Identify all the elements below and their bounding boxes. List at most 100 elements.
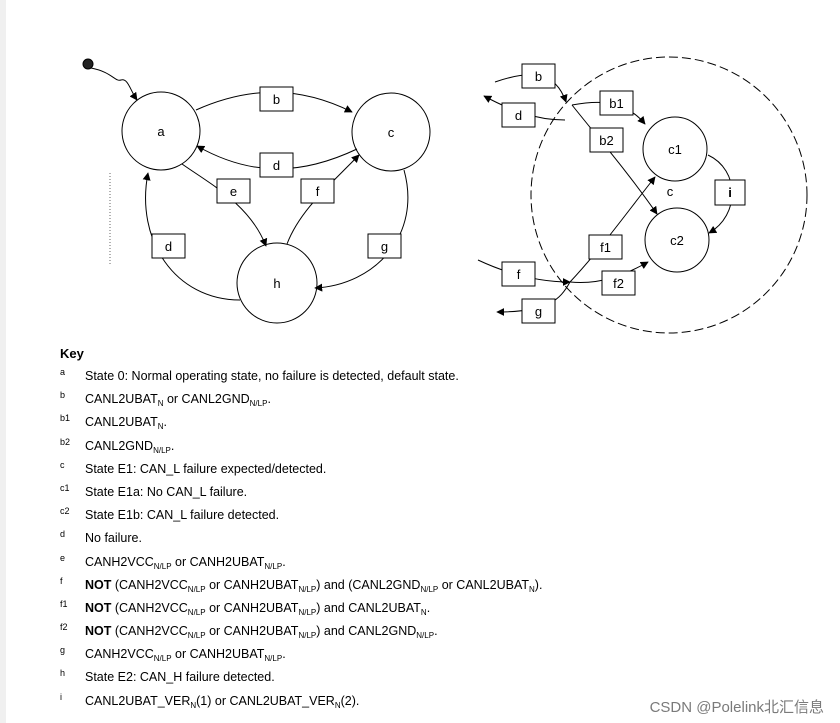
left-margin-bar	[0, 0, 6, 723]
key-item-description: State E2: CAN_H failure detected.	[85, 670, 275, 684]
key-text-run: or CANH2UBAT	[171, 554, 265, 569]
key-text-run: .	[426, 600, 431, 615]
label-box-g	[521, 298, 556, 324]
key-bold-text: NOT	[85, 577, 112, 592]
key-item-description: CANL2UBATN or CANL2GNDN/LP.	[85, 392, 271, 409]
transition-label-b2: b2	[599, 133, 613, 148]
key-text-run: State 0: Normal operating state, no fail…	[85, 369, 459, 383]
initial-state-dot	[82, 58, 94, 70]
key-text-run: or CANL2UBAT	[438, 577, 529, 592]
transition-label-f: f	[517, 267, 521, 282]
key-text-run: State E1b: CAN_L failure detected.	[85, 508, 280, 523]
key-item-h: h State E2: CAN_H failure detected.	[60, 668, 800, 691]
key-item-letter: c	[60, 459, 65, 470]
state-h-label: h	[273, 276, 280, 291]
key-text-run: .	[170, 438, 175, 453]
key-item-letter: f1	[60, 598, 68, 609]
transition-label-g: g	[381, 239, 388, 254]
key-item-description: CANH2VCCN/LP or CANH2UBATN/LP.	[85, 554, 286, 571]
key-item-c: c State E1: CAN_L failure expected/detect…	[60, 460, 800, 483]
state-c-label: c	[388, 125, 395, 140]
label-box-f1	[588, 234, 623, 260]
state-c2-label: c2	[670, 233, 684, 248]
key-subscript: N/LP	[298, 584, 317, 594]
key-item-letter: h	[60, 668, 66, 679]
key-item-letter: a	[60, 367, 66, 377]
key-legend: Key a State 0: Normal operating state, no…	[60, 346, 800, 715]
key-text-run: ) and CANL2UBAT	[316, 600, 421, 615]
label-box-b	[521, 63, 556, 89]
key-text-run: State E2: CAN_H failure detected.	[85, 670, 275, 685]
key-text-run: CANL2UBAT_VER	[85, 693, 191, 708]
key-text-run: CANL2UBAT	[85, 415, 158, 430]
key-list: a State 0: Normal operating state, no fai…	[60, 367, 800, 715]
key-subscript: N	[334, 700, 341, 710]
key-subscript: N/LP	[264, 654, 283, 664]
key-subscript: N/LP	[153, 561, 172, 571]
key-item-letter: c2	[60, 506, 70, 517]
key-subscript: N/LP	[264, 561, 283, 571]
key-item-letter: d	[60, 529, 66, 540]
key-text-run: or CANH2UBAT	[205, 624, 299, 639]
key-subscript: N/LP	[187, 607, 206, 617]
key-text-run: (CANH2VCC	[111, 600, 188, 615]
key-text-run: or CANH2UBAT	[205, 577, 299, 592]
key-bold-text: NOT	[85, 624, 112, 639]
label-box-d	[501, 102, 536, 128]
key-text-run: (CANH2VCC	[111, 577, 188, 592]
key-text-run: CANL2GND	[85, 438, 154, 453]
key-item-letter: c1	[60, 482, 70, 493]
key-subscript: N/LP	[249, 399, 268, 409]
key-title: Key	[60, 346, 84, 361]
label-box-f2	[601, 270, 636, 296]
label-box-b1	[599, 90, 634, 116]
key-subscript: N/LP	[153, 654, 172, 664]
key-item-description: CANL2UBAT_VERN(1) or CANL2UBAT_VERN(2).	[85, 693, 360, 710]
state-c2-circle	[644, 207, 710, 273]
key-subscript: N	[157, 422, 164, 432]
transition-b2-to-c2	[571, 104, 658, 215]
state-a-label: a	[157, 124, 165, 139]
key-text-run: ).	[534, 577, 543, 592]
label-box-d-left	[151, 233, 186, 259]
key-text-run: (1) or CANL2UBAT_VER	[196, 693, 335, 708]
label-box-e	[216, 178, 251, 204]
transition-label-g: g	[535, 304, 542, 319]
key-item-letter: b1	[60, 413, 71, 424]
key-subscript: N	[190, 700, 197, 710]
transition-label-b: b	[273, 92, 280, 107]
key-subscript: N/LP	[298, 607, 317, 617]
key-text-run: .	[267, 392, 271, 407]
transition-label-f2: f2	[613, 276, 624, 291]
key-item-description: CANL2GNDN/LP.	[85, 438, 175, 455]
state-diagrams: a c h b d e f d g	[82, 56, 808, 334]
key-item-letter: i	[60, 691, 62, 702]
label-box-b2	[589, 127, 624, 153]
key-subscript: N/LP	[416, 631, 435, 641]
transition-label-f: f	[316, 184, 320, 199]
key-subscript: N/LP	[187, 584, 206, 594]
label-box-f	[501, 261, 536, 287]
left-state-diagram	[82, 58, 431, 324]
key-item-description: State 0: Normal operating state, no fail…	[85, 369, 459, 383]
key-item-description: NOT (CANH2VCCN/LP or CANH2UBATN/LP) and …	[85, 577, 543, 594]
key-item-description: CANH2VCCN/LP or CANH2UBATN/LP.	[85, 647, 286, 664]
initial-transition-arrow	[90, 67, 138, 101]
label-box-f	[300, 178, 335, 204]
key-text-run: ) and (CANL2GND	[316, 577, 421, 592]
key-text-run: .	[163, 415, 167, 430]
key-text-run: (2).	[340, 693, 360, 708]
key-text-run: or CANH2UBAT	[171, 647, 265, 662]
state-a-circle	[121, 91, 201, 171]
key-item-description: State E1a: No CAN_L failure.	[85, 485, 247, 499]
key-text-run: .	[434, 624, 438, 639]
key-item-description: State E1: CAN_L failure expected/detecte…	[85, 462, 326, 476]
key-subscript: N/LP	[153, 445, 171, 455]
state-c1-circle	[642, 116, 708, 182]
key-item-description: State E1b: CAN_L failure detected.	[85, 508, 279, 522]
